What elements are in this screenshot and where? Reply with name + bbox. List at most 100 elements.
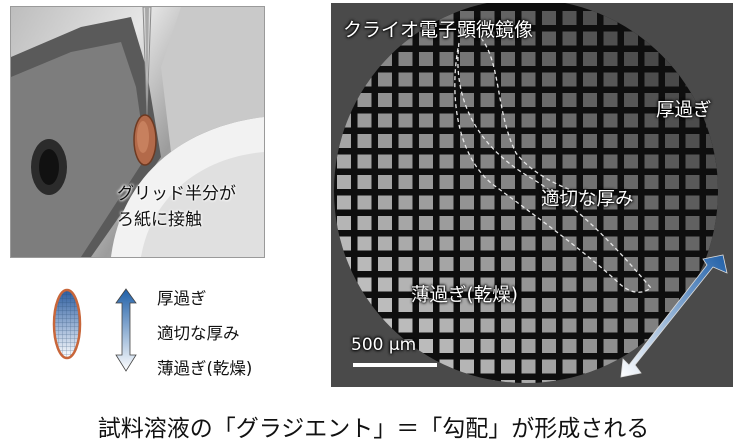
grid-square <box>439 175 454 189</box>
grid-square <box>439 31 454 46</box>
grid-square <box>542 52 556 66</box>
grid-square <box>603 257 618 271</box>
grid-square <box>398 134 413 148</box>
grid-square <box>665 277 679 292</box>
grid-square <box>460 52 474 66</box>
grid-square <box>439 72 454 87</box>
grid-square <box>685 175 700 189</box>
grid-square <box>521 236 536 251</box>
grid-square <box>624 93 638 107</box>
grid-square <box>357 216 372 230</box>
grid-square <box>378 175 392 189</box>
grid-square <box>562 175 577 189</box>
grid-square <box>603 31 618 46</box>
grid-square <box>419 72 433 87</box>
grid-square <box>542 31 556 46</box>
grid-square <box>521 93 536 107</box>
grid-square <box>562 216 577 230</box>
grid-square <box>624 195 638 210</box>
grid-square <box>439 257 454 271</box>
grid-square <box>378 277 392 292</box>
grid-square <box>562 113 577 128</box>
grid-square <box>398 298 413 312</box>
grid-square <box>542 175 556 189</box>
grid-square <box>501 31 515 46</box>
grid-square <box>480 216 495 230</box>
grid-square <box>583 195 597 210</box>
grid-square <box>562 277 577 292</box>
grid-square <box>501 175 515 189</box>
thickness-gradient-arrow-icon <box>115 288 137 372</box>
grid-square <box>624 72 638 87</box>
grid-square <box>562 31 577 46</box>
grid-square <box>439 134 454 148</box>
grid-square <box>644 318 659 333</box>
grid-square <box>357 93 372 107</box>
grid-square <box>562 134 577 148</box>
grid-square <box>542 380 556 383</box>
grid-square <box>337 195 351 210</box>
grid-square <box>521 31 536 46</box>
grid-square <box>562 298 577 312</box>
grid-square <box>460 113 474 128</box>
grid-square <box>419 257 433 271</box>
grid-square <box>583 339 597 353</box>
grid-square <box>685 154 700 169</box>
grid-square <box>501 195 515 210</box>
cryo-em-micrograph: クライオ電子顕微鏡像 厚過ぎ 適切な厚み 薄過ぎ(乾燥) 500 µm <box>331 3 733 387</box>
grid-square <box>685 113 700 128</box>
grid-square <box>357 113 372 128</box>
grid-square <box>562 52 577 66</box>
grid-square <box>460 134 474 148</box>
grid-square <box>542 113 556 128</box>
grid-square <box>501 216 515 230</box>
grid-square <box>624 52 638 66</box>
grid-square <box>521 380 536 383</box>
grid-square <box>665 113 679 128</box>
grid-square <box>583 257 597 271</box>
grid-square <box>542 195 556 210</box>
grid-square <box>357 277 372 292</box>
grid-square <box>419 175 433 189</box>
grid-square <box>357 134 372 148</box>
grid-square <box>542 11 556 25</box>
grid-square <box>501 298 515 312</box>
grid-square <box>562 257 577 271</box>
grid-square <box>542 318 556 333</box>
grid-square <box>685 236 700 251</box>
grid-square <box>378 298 392 312</box>
grid-square <box>398 93 413 107</box>
grid-square <box>419 154 433 169</box>
grid-square <box>562 339 577 353</box>
grid-square <box>624 216 638 230</box>
grid-square <box>685 257 700 271</box>
grid-square <box>501 277 515 292</box>
grid-square <box>562 236 577 251</box>
grid-square <box>665 134 679 148</box>
grid-square <box>378 93 392 107</box>
grid-square <box>460 236 474 251</box>
grid-square <box>665 216 679 230</box>
grid-square <box>583 277 597 292</box>
grid-square <box>460 195 474 210</box>
grid-square <box>480 359 495 374</box>
grid-square <box>439 154 454 169</box>
grid-square <box>398 257 413 271</box>
grid-square <box>419 31 433 46</box>
grid-square <box>665 257 679 271</box>
grid-square <box>665 236 679 251</box>
grid-square <box>521 11 536 25</box>
grid-square <box>398 236 413 251</box>
grid-square <box>439 236 454 251</box>
grid-square <box>644 216 659 230</box>
grid-square <box>398 277 413 292</box>
grid-square <box>439 339 454 353</box>
grid-square <box>378 72 392 87</box>
grid-square <box>706 154 718 169</box>
grid-square <box>644 113 659 128</box>
grid-square <box>685 195 700 210</box>
grid-square <box>501 113 515 128</box>
diagonal-gradient-arrow-icon <box>620 254 728 378</box>
grid-square <box>603 52 618 66</box>
grid-square <box>583 318 597 333</box>
